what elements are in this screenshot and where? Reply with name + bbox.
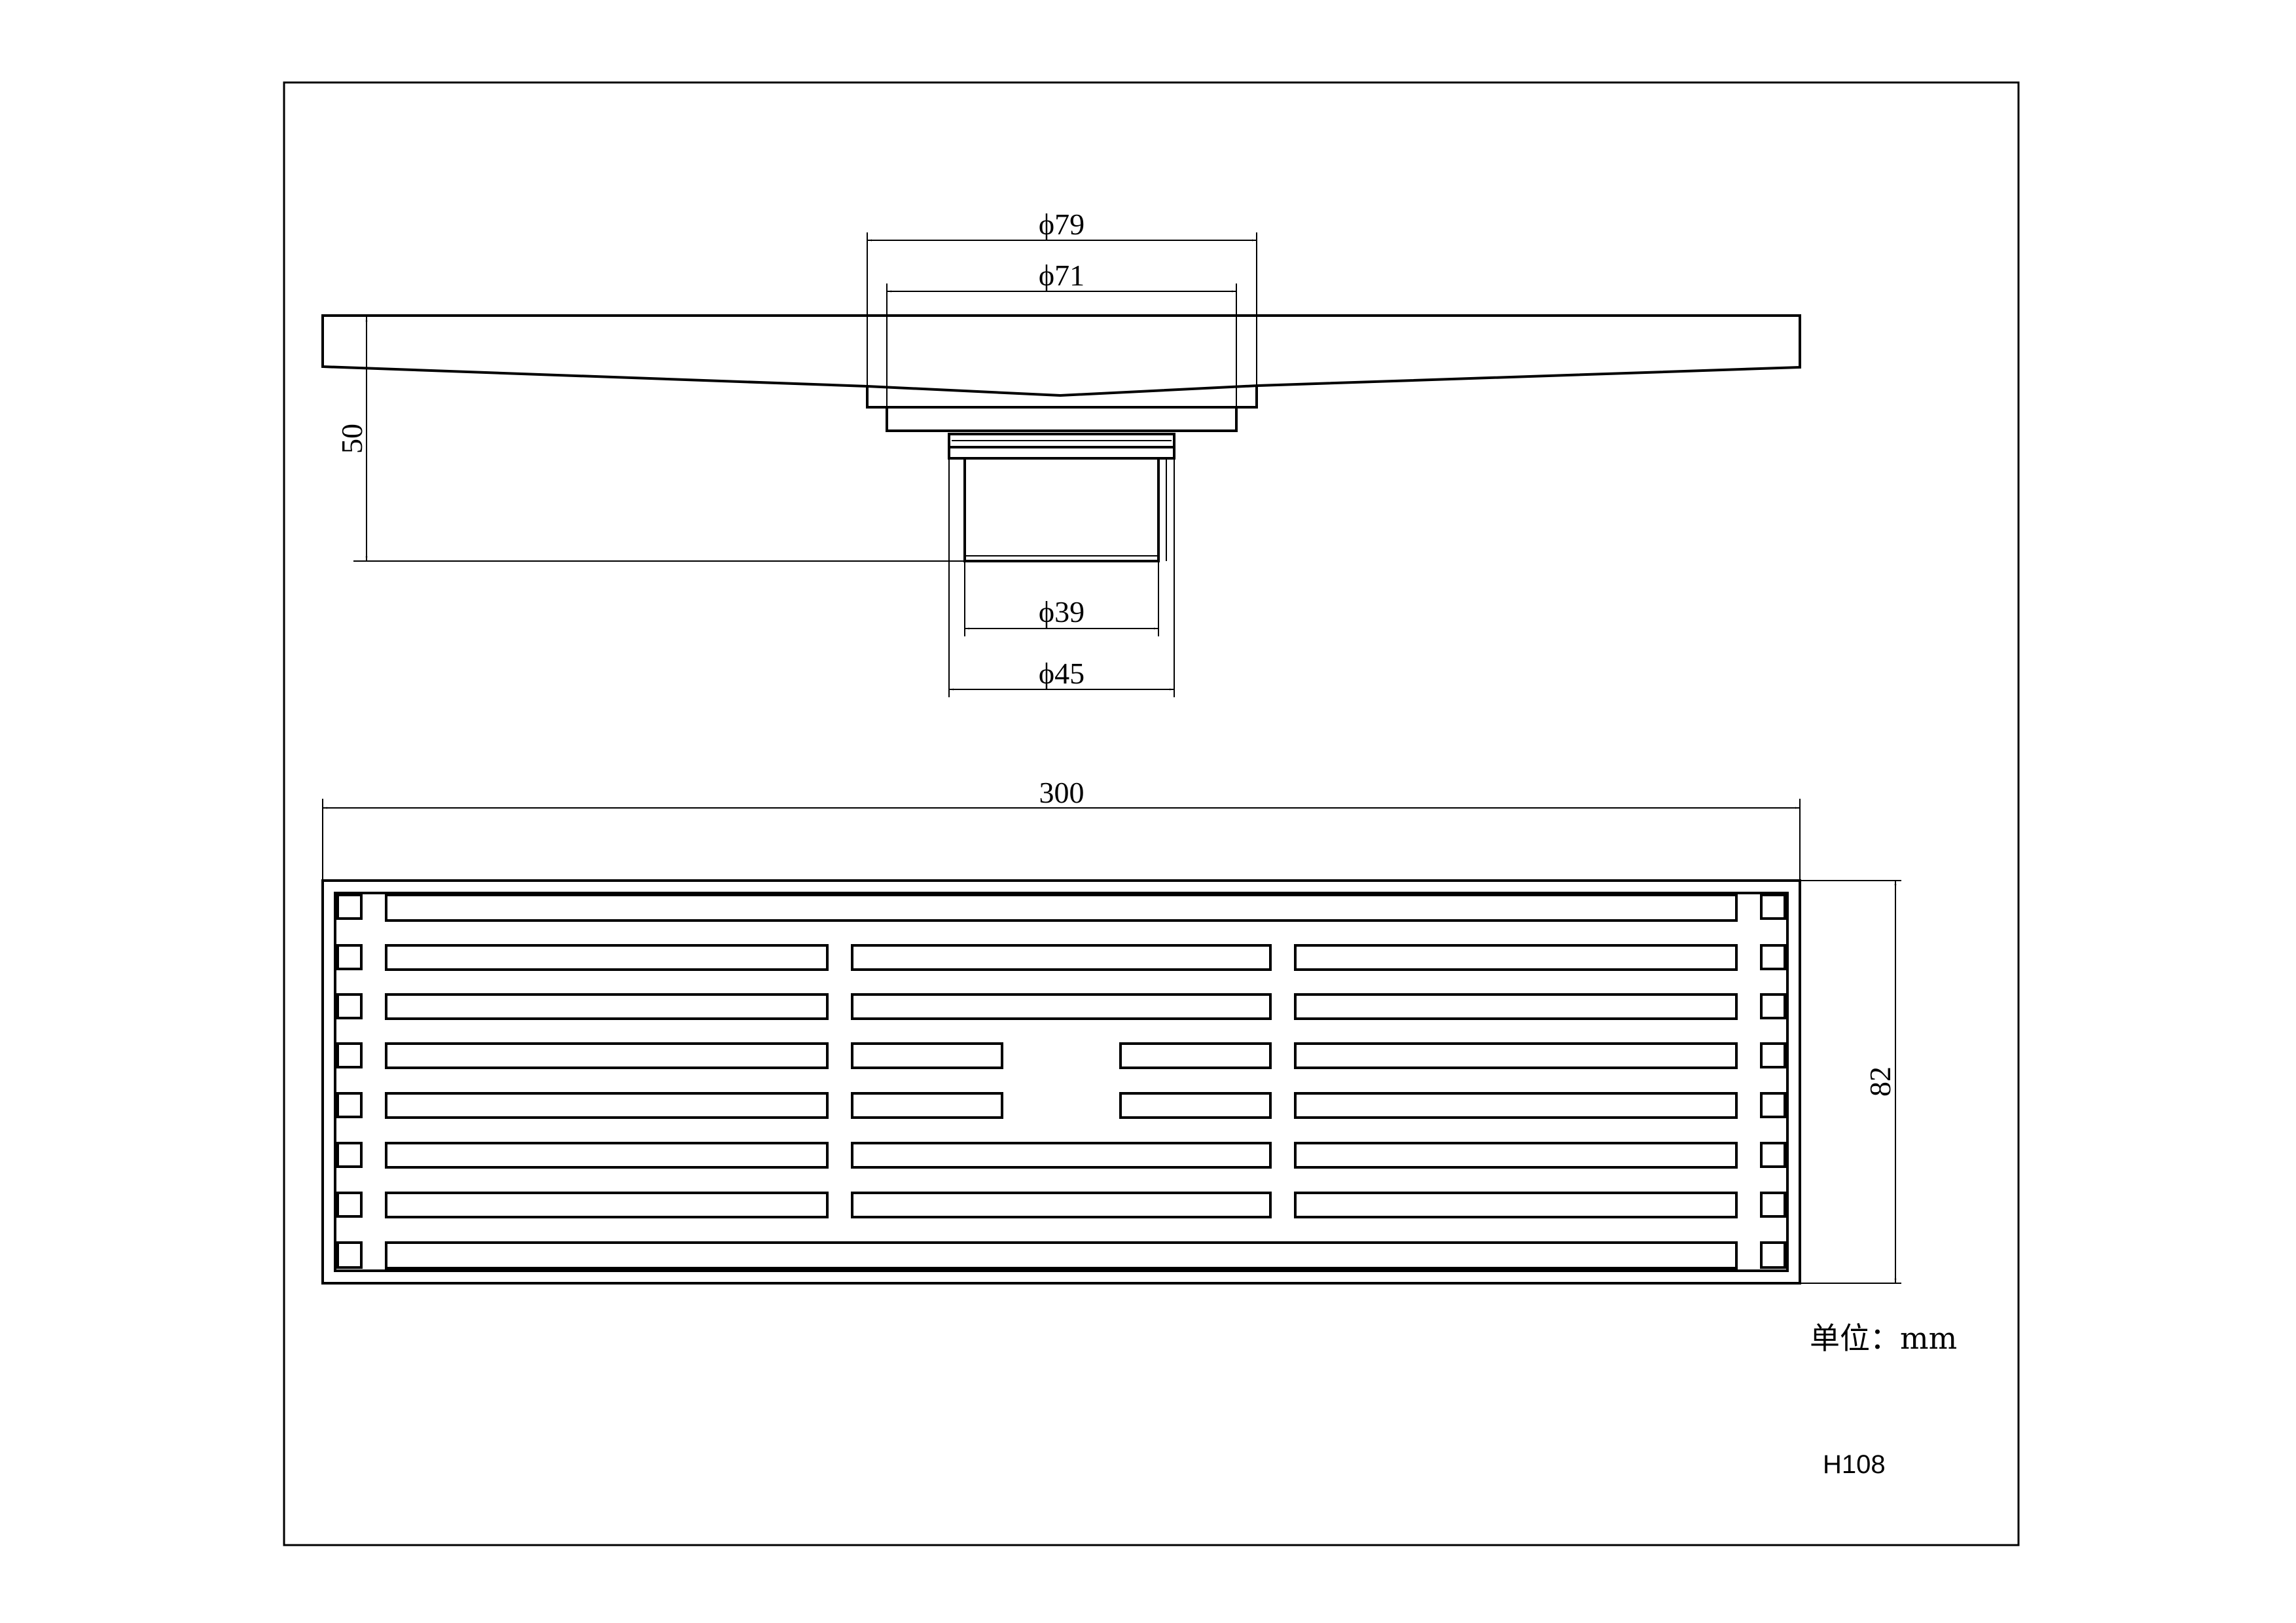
tab bbox=[336, 1092, 363, 1118]
slot bbox=[1294, 944, 1738, 971]
top-view: 300 82 bbox=[321, 776, 1901, 1285]
dim-300-label: 300 bbox=[1039, 776, 1085, 809]
slot bbox=[385, 993, 829, 1020]
slot bbox=[851, 1192, 1272, 1218]
right-tabs bbox=[1760, 894, 1786, 1269]
tab bbox=[1760, 1192, 1786, 1218]
slot bbox=[1294, 993, 1738, 1020]
tab bbox=[1760, 1241, 1786, 1269]
tab bbox=[336, 1241, 363, 1269]
slot bbox=[851, 993, 1272, 1020]
drawing-frame bbox=[283, 81, 2020, 1546]
slot bbox=[851, 944, 1272, 971]
side-plate-outline bbox=[321, 314, 1801, 397]
side-view: ϕ79 ϕ71 50 ϕ39 ϕ45 bbox=[321, 208, 1801, 697]
collar-45 bbox=[948, 433, 1175, 448]
tab bbox=[1760, 993, 1786, 1019]
slot bbox=[1294, 1192, 1738, 1218]
slot bbox=[385, 1042, 829, 1069]
flange-79 bbox=[866, 386, 1258, 409]
slot bbox=[385, 1092, 829, 1119]
grate-outer-frame bbox=[321, 879, 1801, 1285]
tab bbox=[336, 944, 363, 970]
tab bbox=[1760, 1042, 1786, 1068]
slot bbox=[1294, 1142, 1738, 1169]
slot-long-bottom bbox=[385, 1241, 1738, 1269]
slot bbox=[1119, 1092, 1272, 1119]
tab bbox=[336, 1142, 363, 1168]
collar-45-body bbox=[948, 447, 1175, 460]
slot bbox=[851, 1042, 1003, 1069]
grate-inner-frame bbox=[334, 892, 1789, 1272]
unit-note: 单位：mm bbox=[1810, 1321, 1957, 1356]
tab bbox=[336, 1042, 363, 1068]
ring-71 bbox=[886, 407, 1238, 432]
slot bbox=[385, 1192, 829, 1218]
tab bbox=[1760, 1092, 1786, 1118]
tab bbox=[1760, 944, 1786, 970]
slot bbox=[851, 1092, 1003, 1119]
pipe-39 bbox=[963, 458, 1160, 562]
slot bbox=[851, 1142, 1272, 1169]
slot bbox=[385, 1142, 829, 1169]
dim-39-label: ϕ39 bbox=[1039, 595, 1085, 629]
model-code: H108 bbox=[1823, 1450, 1886, 1479]
tab bbox=[1760, 1142, 1786, 1168]
dim-82-label: 82 bbox=[1863, 1067, 1897, 1097]
tab bbox=[1760, 894, 1786, 920]
dim-71-label: ϕ71 bbox=[1039, 259, 1085, 292]
dim-50-label: 50 bbox=[335, 424, 368, 454]
left-tabs bbox=[336, 894, 363, 1269]
slot bbox=[385, 944, 829, 971]
slot bbox=[1294, 1042, 1738, 1069]
tab bbox=[336, 993, 363, 1019]
slot bbox=[1294, 1092, 1738, 1119]
dim-45-label: ϕ45 bbox=[1039, 657, 1085, 690]
dim-79-label: ϕ79 bbox=[1039, 208, 1085, 241]
tab bbox=[336, 1192, 363, 1218]
tab bbox=[336, 894, 363, 920]
slot bbox=[1119, 1042, 1272, 1069]
slot-long-top bbox=[385, 894, 1738, 922]
